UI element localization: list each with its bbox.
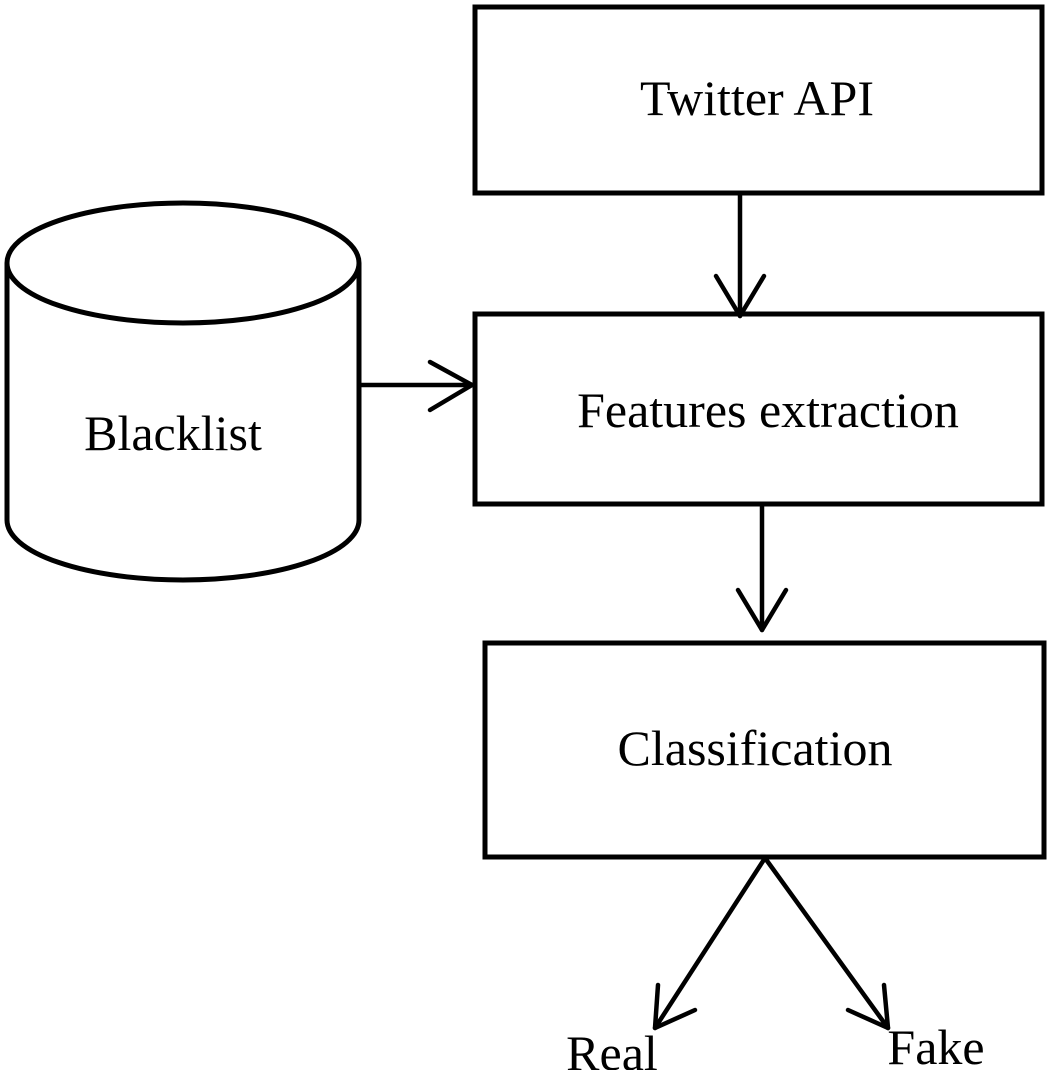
arrow-blacklist-to-features	[358, 359, 475, 413]
arrow-classification-to-fake	[762, 855, 891, 1031]
blacklist-database: Blacklist	[4, 200, 362, 583]
classification-box: Classification	[482, 640, 1047, 860]
arrow-classification-to-real	[652, 855, 768, 1031]
cylinder-top	[4, 200, 362, 326]
output-fake-label: Fake	[887, 1019, 984, 1070]
classification-label: Classification	[618, 720, 893, 776]
features-extraction-box: Features extraction	[472, 311, 1045, 507]
twitter-api-label: Twitter API	[640, 70, 874, 126]
cylinder-body	[4, 263, 362, 583]
features-extraction-label: Features extraction	[577, 382, 959, 438]
arrow-features-to-classification	[735, 501, 789, 633]
output-real-label: Real	[566, 1025, 658, 1070]
twitter-api-box: Twitter API	[472, 4, 1045, 196]
blacklist-label: Blacklist	[84, 405, 262, 461]
arrow-twitter-to-features	[713, 190, 767, 319]
